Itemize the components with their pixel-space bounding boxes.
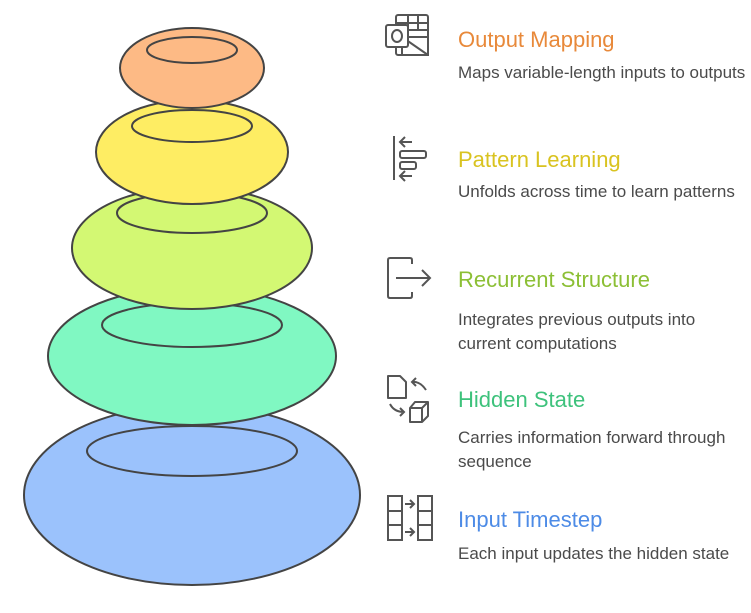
file-cube-exchange-icon xyxy=(382,372,434,424)
columns-transfer-icon xyxy=(382,492,434,544)
legend-title: Output Mapping xyxy=(458,27,615,52)
legend-title: Input Timestep xyxy=(458,507,603,532)
exit-arrow-icon xyxy=(382,252,434,304)
legend-description: Integrates previous outputs into current… xyxy=(458,310,696,353)
legend-description: Carries information forward through sequ… xyxy=(458,428,726,471)
legend-description: Unfolds across time to learn patterns xyxy=(458,182,735,201)
ring-outer-pattern-learning xyxy=(95,99,289,205)
legend-title: Pattern Learning xyxy=(458,147,621,172)
ring-outer-input-timestep xyxy=(23,404,361,586)
outlook-mail-grid-icon xyxy=(382,12,434,64)
legend-title: Hidden State xyxy=(458,387,586,412)
legend-description: Maps variable-length inputs to outputs xyxy=(458,63,746,82)
ring-hole-output-mapping xyxy=(146,36,238,64)
ring-pattern-learning xyxy=(95,99,289,205)
ring-recurrent-structure xyxy=(71,186,313,310)
ring-input-timestep xyxy=(23,404,361,586)
ring-output-mapping xyxy=(119,27,265,109)
ring-hole-pattern-learning xyxy=(131,109,253,143)
ring-outer-recurrent-structure xyxy=(71,186,313,310)
legend-title: Recurrent Structure xyxy=(458,267,650,292)
ring-outer-output-mapping xyxy=(119,27,265,109)
align-arrows-icon xyxy=(382,132,434,184)
ring-stack xyxy=(23,27,361,586)
legend-description: Each input updates the hidden state xyxy=(458,544,730,563)
